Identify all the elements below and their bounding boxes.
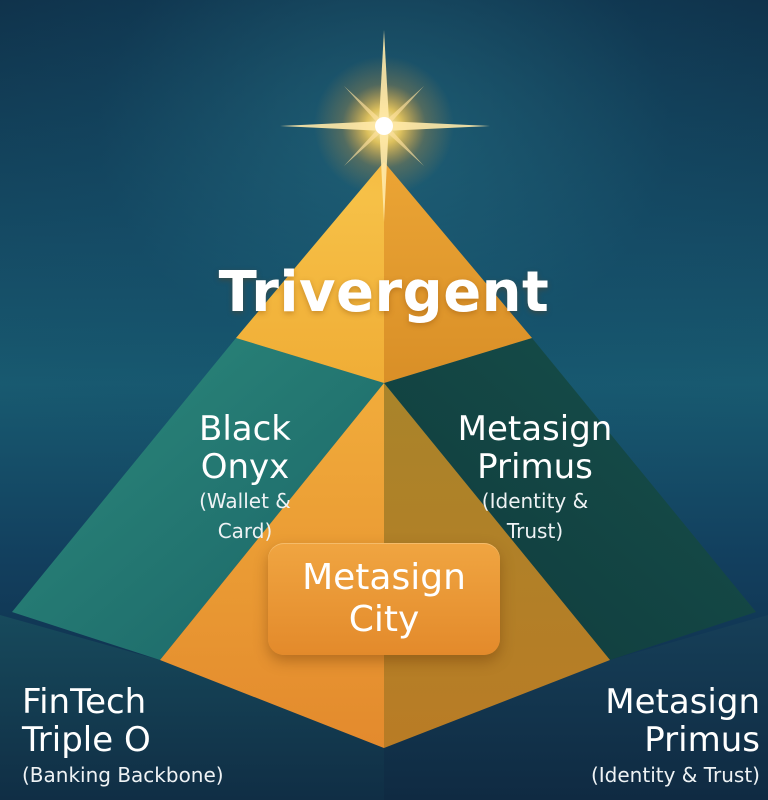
metasign-primus-outer-block: Metasign Primus (Identity & Trust) <box>520 683 760 791</box>
fintech-triple-o-block: FinTech Triple O (Banking Backbone) <box>22 683 312 791</box>
pyramid-title: Trivergent <box>218 260 550 325</box>
black-onyx-block: Black Onyx (Wallet & Card) <box>150 410 340 546</box>
apex-left-gold-face <box>236 162 384 383</box>
metasign-primus-inner-block: Metasign Primus (Identity & Trust) <box>420 410 650 546</box>
black-onyx-sub-line2: Card) <box>217 519 273 543</box>
star-burst-icon <box>280 30 490 222</box>
metasign-primus-inner-line1: Metasign <box>457 409 613 449</box>
metasign-city-line2: City <box>348 599 420 640</box>
black-onyx-name-line1: Black <box>199 409 291 449</box>
metasign-primus-inner-line2: Primus <box>477 447 593 487</box>
tier-left-teal-face <box>12 338 384 660</box>
apex-right-gold-face <box>384 162 532 383</box>
metasign-primus-outer-sub: (Identity & Trust) <box>590 763 760 787</box>
tier-right-teal-face <box>384 338 756 660</box>
metasign-primus-outer-line1: Metasign <box>605 682 760 722</box>
metasign-city-line1: Metasign <box>302 557 466 598</box>
metasign-city-label: Metasign City <box>268 557 500 641</box>
fintech-line2: Triple O <box>22 720 151 760</box>
pyramid-base-right-face <box>384 615 768 800</box>
metasign-primus-outer-line2: Primus <box>644 720 760 760</box>
pyramid-base-left-face <box>0 615 384 800</box>
metasign-primus-inner-sub2: Trust) <box>506 519 564 543</box>
black-onyx-name-line2: Onyx <box>200 447 290 487</box>
black-onyx-sub-line1: (Wallet & <box>199 489 291 513</box>
fintech-sub: (Banking Backbone) <box>22 763 224 787</box>
fintech-line1: FinTech <box>22 682 147 722</box>
metasign-city-box: Metasign City <box>268 543 500 655</box>
metasign-primus-inner-sub1: (Identity & <box>481 489 589 513</box>
